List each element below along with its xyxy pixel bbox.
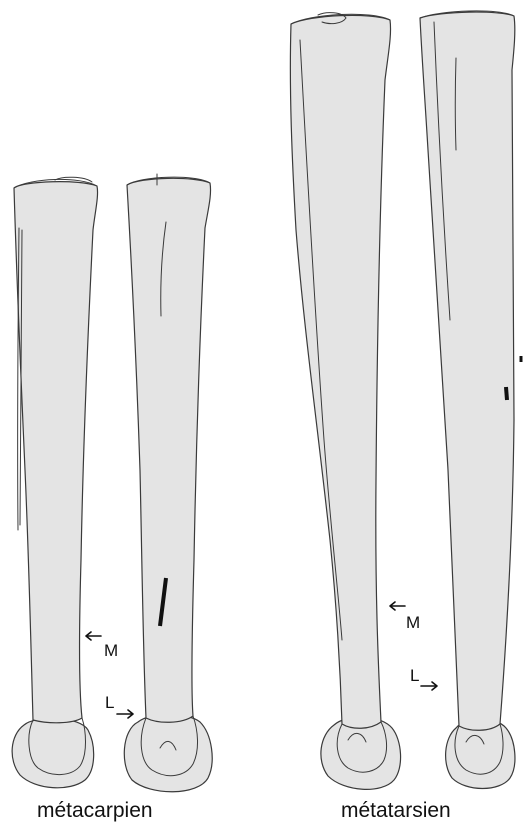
metatarsal-medial-label: M [406,613,420,632]
metatarsal-bone-view-2 [420,11,521,789]
metacarpal-view-1-distal-condyle [12,718,94,787]
metatarsal-bone-view-1 [290,13,400,790]
metatarsal-lateral-indicator: L [410,666,437,690]
metacarpal-medial-label: M [104,641,118,660]
metacarpal-view-2-shaft [127,178,211,722]
metatarsal-lateral-arrow [421,682,437,690]
metacarpal-bone-view-1 [12,177,97,788]
metatarsal-caption: métatarsien [341,800,451,821]
metacarpal-view-2-distal-condyle [124,715,212,792]
metatarsal-medial-arrow [390,602,405,610]
metacarpal-bone-view-2 [124,174,212,792]
metatarsal-marker-lower [506,387,507,400]
metacarpal-lateral-arrow [117,710,133,718]
metacarpal-lateral-label: L [105,693,114,712]
metacarpal-caption: métacarpien [37,800,153,821]
metatarsal-view-2-shaft [420,12,515,730]
metacarpal-lateral-indicator: L [105,693,133,718]
metacarpal-view-1-shaft [14,182,98,723]
metacarpal-medial-arrow [86,632,101,640]
metatarsal-lateral-label: L [410,666,419,685]
metacarpal-medial-indicator: M [86,632,118,660]
metatarsal-medial-indicator: M [390,602,420,632]
